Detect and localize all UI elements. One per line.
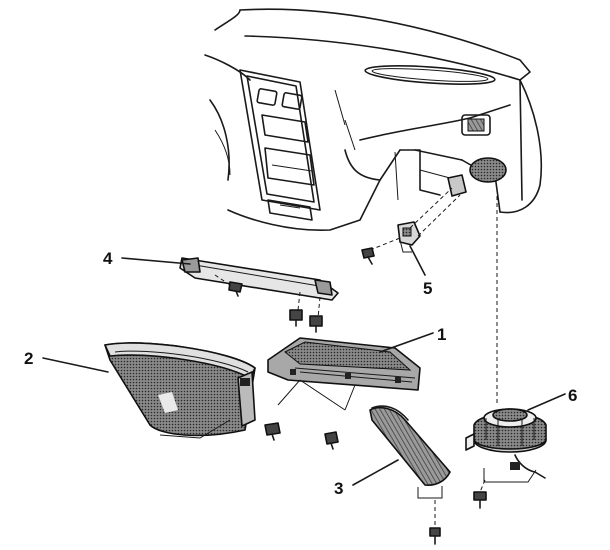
leader-line-2 (42, 357, 109, 373)
part-2-glove-box (104, 342, 256, 439)
leader-line-5 (409, 245, 426, 276)
callout-2: 2 (24, 349, 33, 368)
part-4-screw-right (309, 315, 323, 333)
leader-lines (42, 245, 566, 486)
leader-line-6 (527, 393, 566, 411)
part-5-bracket (369, 174, 467, 253)
part-1-screw-right (324, 431, 339, 450)
callout-3: 3 (334, 479, 343, 498)
part-4-screw-left (228, 281, 243, 297)
callout-4: 4 (103, 249, 113, 268)
part-4-screw-middle (289, 309, 303, 327)
part-6-screw (473, 491, 487, 509)
part-3-screw (429, 527, 441, 545)
part-3-grille-cover (369, 405, 451, 528)
leader-line-3 (352, 459, 399, 486)
part-1-screw-left (264, 422, 281, 441)
part-5-screw (361, 247, 375, 265)
dashboard (204, 8, 543, 232)
callout-6: 6 (568, 386, 577, 405)
part-4-rail (179, 257, 339, 319)
leader-line-4 (121, 257, 191, 265)
callout-1: 1 (437, 325, 446, 344)
part-6-blower-motor (465, 196, 547, 493)
part-1-lower-panel (267, 337, 421, 411)
leader-line-1 (379, 332, 434, 353)
callout-5: 5 (423, 279, 432, 298)
